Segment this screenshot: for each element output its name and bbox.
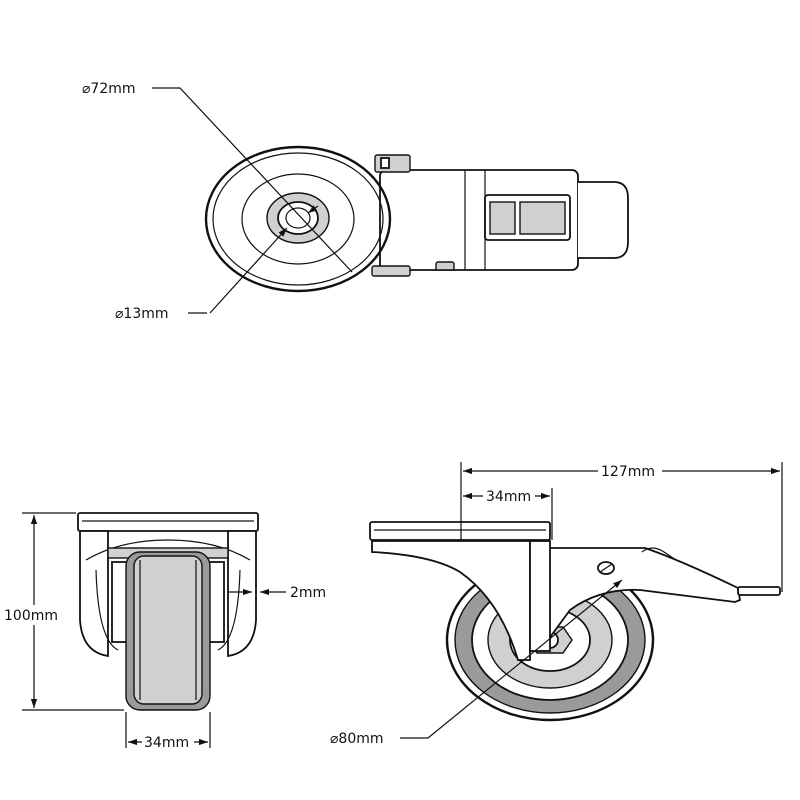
height-100-label: 100mm (4, 608, 58, 624)
diameter-80-leader (427, 579, 623, 739)
diameter-72-label: ⌀72mm (82, 81, 136, 97)
top-view-wheel (204, 145, 392, 293)
length-127-label: 127mm (601, 464, 655, 480)
diameter-80-label: ⌀80mm (330, 731, 384, 747)
diameter-72-leader (152, 87, 353, 273)
side-view-brake (547, 547, 742, 643)
side-view-pedal (737, 586, 781, 596)
front-view-plate (77, 512, 259, 532)
gap-2-label: 2mm (290, 585, 326, 601)
diameter-13-leader (209, 227, 288, 314)
side-view-plate (369, 521, 551, 541)
diameter-13-leader-arrow (307, 205, 319, 214)
side-view-fork (371, 540, 531, 661)
offset-34-label: 34mm (486, 489, 531, 505)
side-view: 127mm 34mm ⌀80mm (330, 461, 783, 747)
top-view: ⌀72mm ⌀13mm (82, 81, 629, 322)
front-view-fork-right (227, 530, 257, 658)
top-view-housing (371, 154, 629, 277)
front-view: 100mm 2mm 34mm (0, 512, 326, 752)
width-34-label: 34mm (144, 735, 189, 751)
front-view-fork-left (79, 530, 109, 658)
diameter-13-label: ⌀13mm (115, 306, 169, 322)
